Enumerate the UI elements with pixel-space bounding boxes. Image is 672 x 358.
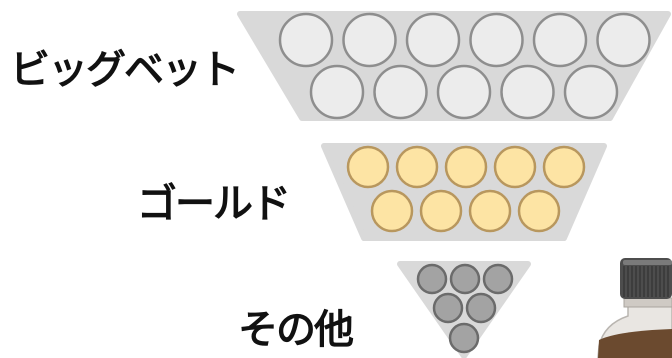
chip-circle xyxy=(448,322,480,354)
chip-circle xyxy=(449,263,481,295)
chip-circle xyxy=(532,12,588,68)
tier-label-other: その他 xyxy=(238,307,354,353)
chip-circle xyxy=(370,189,414,233)
chip-circle xyxy=(596,12,651,68)
chip-circle xyxy=(482,263,514,295)
chip-circle xyxy=(373,64,428,120)
chip-circle xyxy=(405,12,461,68)
chip-circle xyxy=(342,12,397,68)
chip-circle xyxy=(468,189,512,233)
tier-chips-gold xyxy=(346,145,586,233)
chip-circle xyxy=(563,64,619,120)
bottle-cap-highlight xyxy=(623,260,672,265)
tier-label-gold: ゴールド xyxy=(137,181,291,227)
chip-circle xyxy=(346,145,390,189)
tier-chips-big-bet xyxy=(278,12,651,120)
chip-circle xyxy=(416,263,448,295)
chip-circle xyxy=(517,189,561,233)
chip-circle xyxy=(493,145,537,189)
bottle-cap xyxy=(620,258,672,299)
chip-circle xyxy=(465,292,497,324)
chip-circle xyxy=(395,145,439,189)
chip-circle xyxy=(469,12,524,68)
chip-circle xyxy=(500,64,555,120)
chip-circle xyxy=(309,64,365,120)
chip-circle xyxy=(432,292,464,324)
chip-circle xyxy=(436,64,492,120)
tier-label-big-bet: ビッグベット xyxy=(10,47,240,93)
chip-circle xyxy=(278,12,334,68)
bottle-liquid xyxy=(598,329,672,358)
chip-circle xyxy=(444,145,488,189)
chip-circle xyxy=(542,145,586,189)
bottle-cap-ribs xyxy=(623,266,669,297)
bottle-neck-ring xyxy=(623,297,672,308)
tier-chips-other xyxy=(416,263,514,354)
bottle-icon xyxy=(597,258,672,358)
chip-circle xyxy=(419,189,463,233)
